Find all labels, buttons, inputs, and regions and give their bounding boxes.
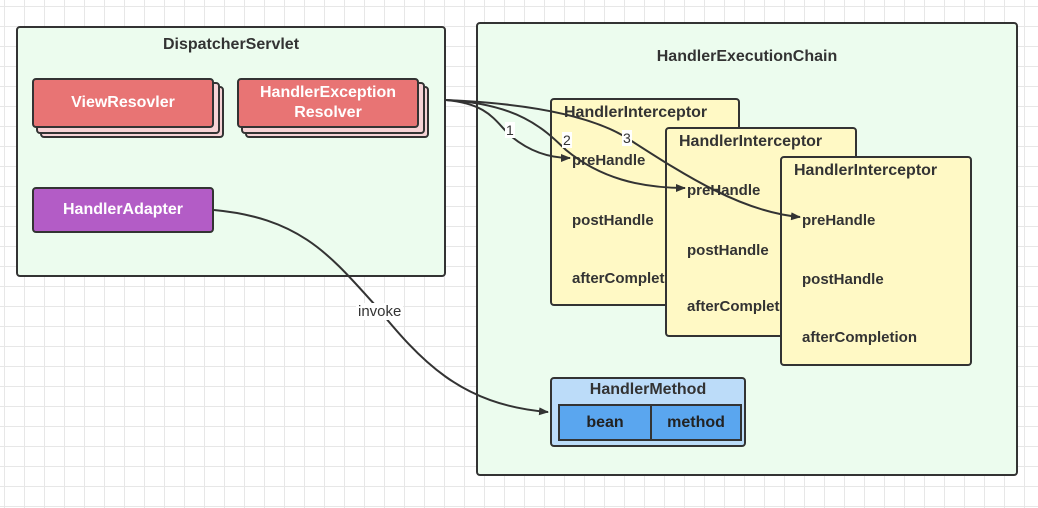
interceptor-1-aftercompletion: afterCompletion (572, 270, 688, 287)
exception-resolver-box[interactable]: HandlerException Resolver (237, 78, 419, 128)
interceptor-2-aftercompletion: afterCompletion (687, 298, 803, 315)
dispatcher-servlet-title: DispatcherServlet (162, 36, 300, 53)
handler-method-bean-cell: bean (558, 404, 652, 441)
exception-resolver-label-line2: Resolver (294, 104, 362, 121)
handler-method-box[interactable]: HandlerMethod bean method (550, 377, 746, 447)
interceptor-3-posthandle: postHandle (802, 271, 884, 288)
handler-method-method-cell: method (650, 404, 742, 441)
exception-resolver-label-line1: HandlerException (259, 84, 397, 101)
interceptor-3-aftercompletion: afterCompletion (802, 329, 918, 346)
interceptor-2-posthandle: postHandle (687, 242, 769, 259)
interceptor-2-title: HandlerInterceptor (679, 133, 823, 150)
handler-method-bean-label: bean (586, 413, 624, 431)
interceptor-1-title: HandlerInterceptor (564, 104, 708, 121)
handler-method-method-label: method (667, 413, 725, 431)
interceptor-1-posthandle: postHandle (572, 212, 654, 229)
view-resolver-label: ViewResovler (71, 94, 175, 111)
dispatcher-servlet-container[interactable] (16, 26, 446, 277)
edge-label-invoke: invoke (356, 303, 404, 320)
handler-execution-chain-title: HandlerExecutionChain (656, 48, 838, 65)
handler-method-title: HandlerMethod (589, 381, 707, 398)
interceptor-3-prehandle: preHandle (802, 212, 876, 229)
handler-adapter-label: HandlerAdapter (62, 201, 184, 218)
interceptor-1-prehandle: preHandle (572, 152, 646, 169)
interceptor-2-prehandle: preHandle (687, 182, 761, 199)
interceptor-3-title: HandlerInterceptor (794, 162, 938, 179)
handler-interceptor-3[interactable]: HandlerInterceptor preHandle postHandle … (780, 156, 972, 366)
edge-label-2: 2 (562, 132, 572, 148)
edge-label-3: 3 (622, 130, 632, 146)
handler-adapter-box[interactable]: HandlerAdapter (32, 187, 214, 233)
view-resolver-box[interactable]: ViewResovler (32, 78, 214, 128)
edge-label-1: 1 (505, 122, 515, 138)
